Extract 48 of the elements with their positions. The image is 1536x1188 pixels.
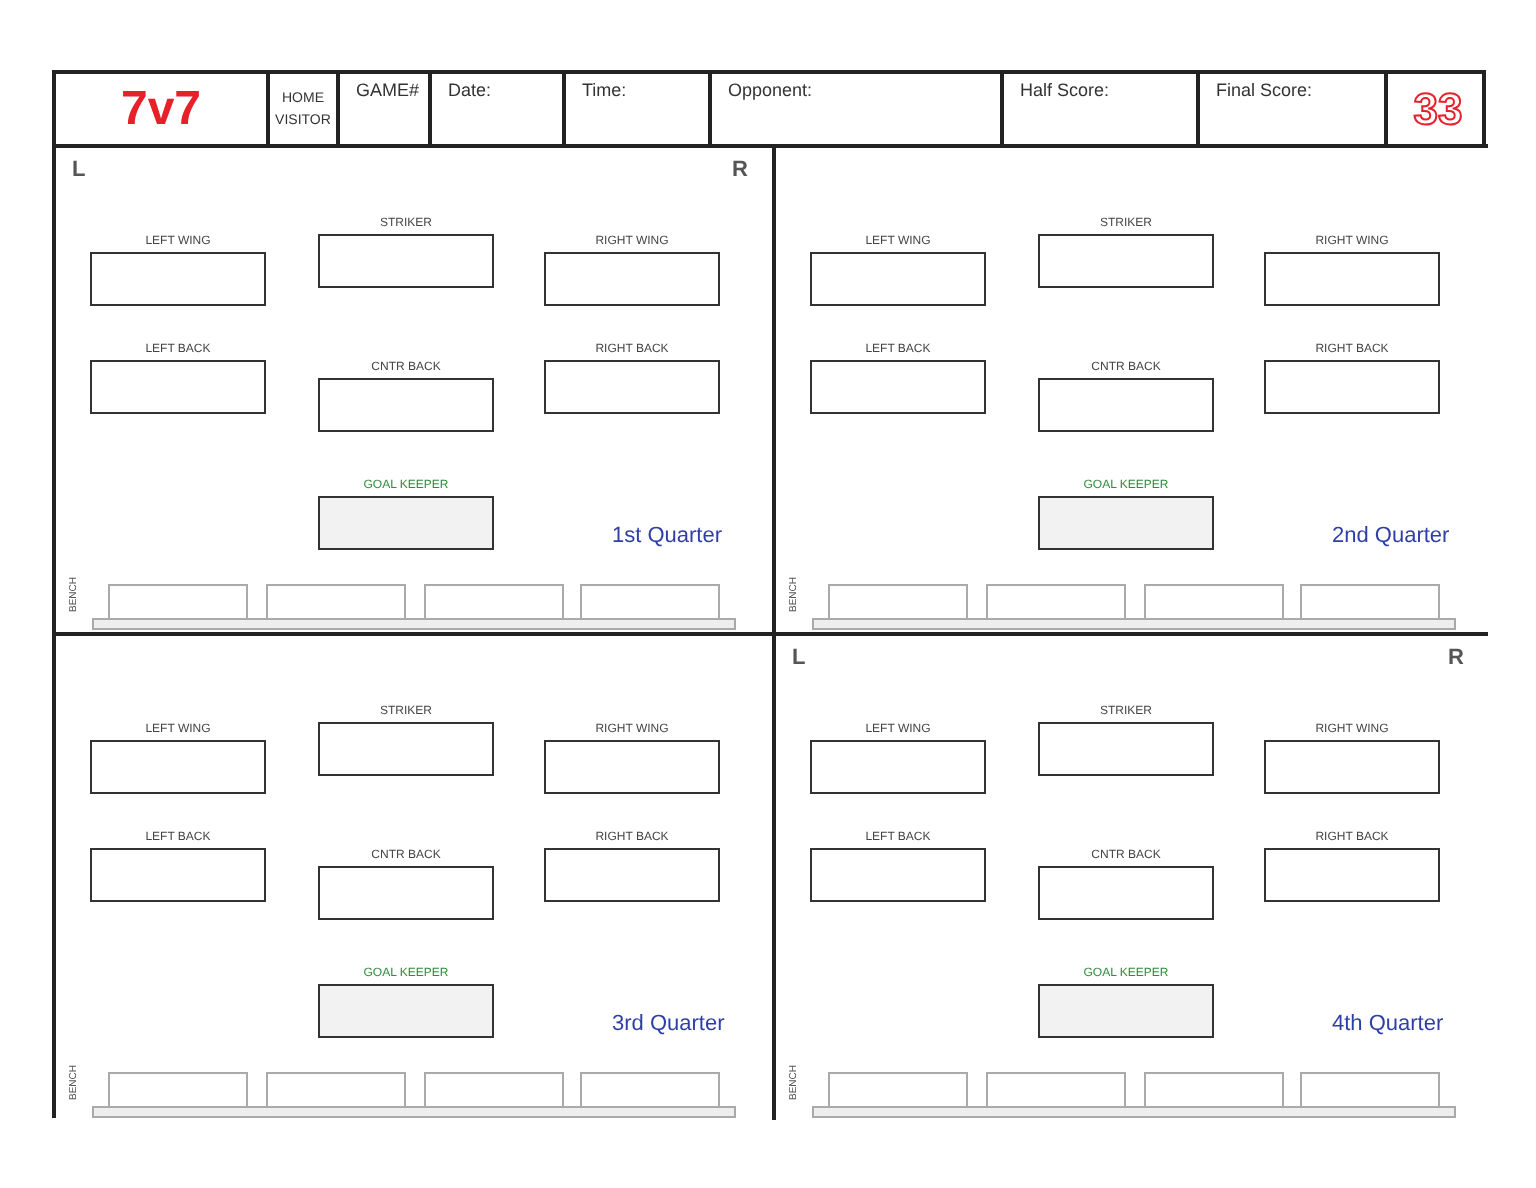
position-box	[90, 252, 266, 306]
position-box	[90, 740, 266, 794]
field-label: Half Score:	[1020, 82, 1110, 100]
field-label: Final Score:	[1216, 82, 1313, 100]
position-box	[1038, 234, 1214, 288]
position-box	[810, 848, 986, 902]
position-box	[318, 496, 494, 550]
sheet-title: 7v7	[120, 85, 202, 133]
position-box	[810, 360, 986, 414]
side-marker: R	[1448, 648, 1464, 670]
position-box	[544, 360, 720, 414]
position-box	[90, 360, 266, 414]
side-marker: L	[72, 160, 86, 182]
position-box	[1038, 984, 1214, 1038]
position-box	[544, 740, 720, 794]
position-box	[1264, 360, 1440, 414]
quarter-panel	[56, 632, 772, 1120]
side-marker: R	[732, 160, 748, 182]
position-box	[1264, 848, 1440, 902]
position-box	[810, 252, 986, 306]
quarter-panel	[772, 144, 1488, 632]
field-label: Date:	[448, 82, 492, 100]
quarter-label: 1st Quarter	[612, 526, 723, 548]
position-box	[318, 378, 494, 432]
quarter-label: 2nd Quarter	[1332, 526, 1450, 548]
side-marker: L	[792, 648, 806, 670]
position-box	[1038, 378, 1214, 432]
position-box	[544, 252, 720, 306]
position-box	[1264, 252, 1440, 306]
position-box	[318, 984, 494, 1038]
field-label: Time:	[582, 82, 627, 100]
quarter-panel	[772, 632, 1488, 1120]
page-number: 33	[1413, 87, 1463, 131]
position-box	[318, 722, 494, 776]
position-box	[318, 866, 494, 920]
position-box	[1038, 722, 1214, 776]
field-label: Opponent:	[728, 82, 813, 100]
position-box	[544, 848, 720, 902]
position-box	[810, 740, 986, 794]
position-box	[1038, 866, 1214, 920]
field-label: GAME#	[356, 82, 420, 100]
position-box	[1264, 740, 1440, 794]
quarter-label: 3rd Quarter	[612, 1014, 725, 1036]
position-box	[90, 848, 266, 902]
position-box	[1038, 496, 1214, 550]
quarter-panel	[56, 144, 772, 632]
position-box	[318, 234, 494, 288]
quarter-label: 4th Quarter	[1332, 1014, 1444, 1036]
